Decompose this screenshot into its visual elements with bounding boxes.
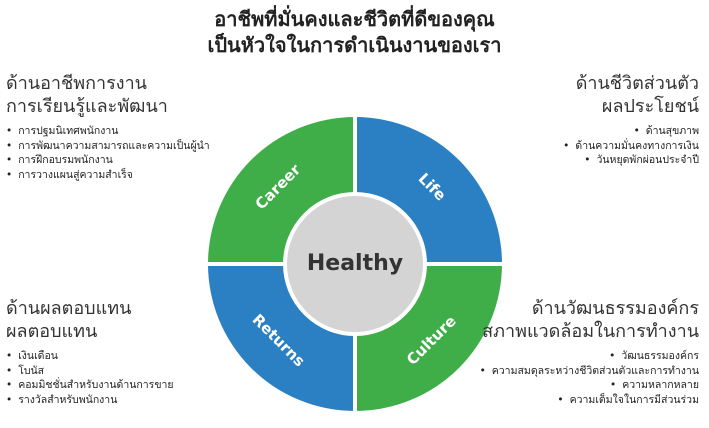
title-line-1: อาชีพที่มั่นคงและชีวิตที่ดีของคุณ xyxy=(214,7,495,31)
culture-list: วัฒนธรรมองค์กร ความสมดุลระหว่างชีวิตส่วน… xyxy=(480,349,699,407)
list-item: การฝึกอบรมพนักงาน xyxy=(6,153,210,168)
culture-panel: ด้านวัฒนธรรมองค์กร สภาพแวดล้อมในการทำงาน… xyxy=(480,297,699,407)
list-item: ความสมดุลระหว่างชีวิตส่วนตัวและการทำงาน xyxy=(480,364,699,379)
career-subheading: การเรียนรู้และพัฒนา xyxy=(6,96,168,117)
title-line-2: เป็นหัวใจในการดำเนินงานของเรา xyxy=(207,33,502,57)
list-item: วัฒนธรรมองค์กร xyxy=(480,349,699,364)
list-item: ด้านความมั่นคงทางการเงิน xyxy=(563,139,699,154)
list-item: ความเต็มใจในการมีส่วนร่วม xyxy=(480,393,699,408)
career-panel: ด้านอาชีพการงาน การเรียนรู้และพัฒนา การป… xyxy=(6,72,210,182)
life-subheading: ผลประโยชน์ xyxy=(601,96,699,117)
career-list: การปฐมนิเทศพนักงาน การพัฒนาความสามารถและ… xyxy=(6,124,210,183)
page-title: อาชีพที่มั่นคงและชีวิตที่ดีของคุณ เป็นหั… xyxy=(0,6,709,58)
list-item: เงินเดือน xyxy=(6,349,174,364)
returns-subheading: ผลตอบแทน xyxy=(6,321,98,342)
list-item: คอมมิชชั่นสำหรับงานด้านการขาย xyxy=(6,378,173,393)
list-item: การพัฒนาความสามารถและความเป็นผู้นำ xyxy=(6,139,209,154)
list-item: การปฐมนิเทศพนักงาน xyxy=(6,124,210,139)
returns-heading: ด้านผลตอบแทน xyxy=(6,298,132,319)
list-item: โบนัส xyxy=(6,364,174,379)
list-item: รางวัลสำหรับพนักงาน xyxy=(6,393,174,408)
list-item: ความหลากหลาย xyxy=(480,378,699,393)
culture-heading: ด้านวัฒนธรรมองค์กร xyxy=(531,298,699,319)
returns-list: เงินเดือน โบนัส คอมมิชชั่นสำหรับงานด้านก… xyxy=(6,349,174,408)
center-circle xyxy=(283,192,427,336)
life-heading: ด้านชีวิตส่วนตัว xyxy=(575,73,699,94)
center-label: Healthy xyxy=(307,251,403,276)
list-item: วันหยุดพักผ่อนประจำปี xyxy=(563,153,699,168)
life-list: ด้านสุขภาพ ด้านความมั่นคงทางการเงิน วันห… xyxy=(563,124,699,168)
list-item: การวางแผนสู่ความสำเร็จ xyxy=(6,168,210,183)
list-item: ด้านสุขภาพ xyxy=(563,124,699,139)
culture-subheading: สภาพแวดล้อมในการทำงาน xyxy=(482,321,699,342)
life-panel: ด้านชีวิตส่วนตัว ผลประโยชน์ ด้านสุขภาพ ด… xyxy=(563,72,699,168)
returns-panel: ด้านผลตอบแทน ผลตอบแทน เงินเดือน โบนัส คอ… xyxy=(6,297,174,407)
career-heading: ด้านอาชีพการงาน xyxy=(6,73,147,94)
